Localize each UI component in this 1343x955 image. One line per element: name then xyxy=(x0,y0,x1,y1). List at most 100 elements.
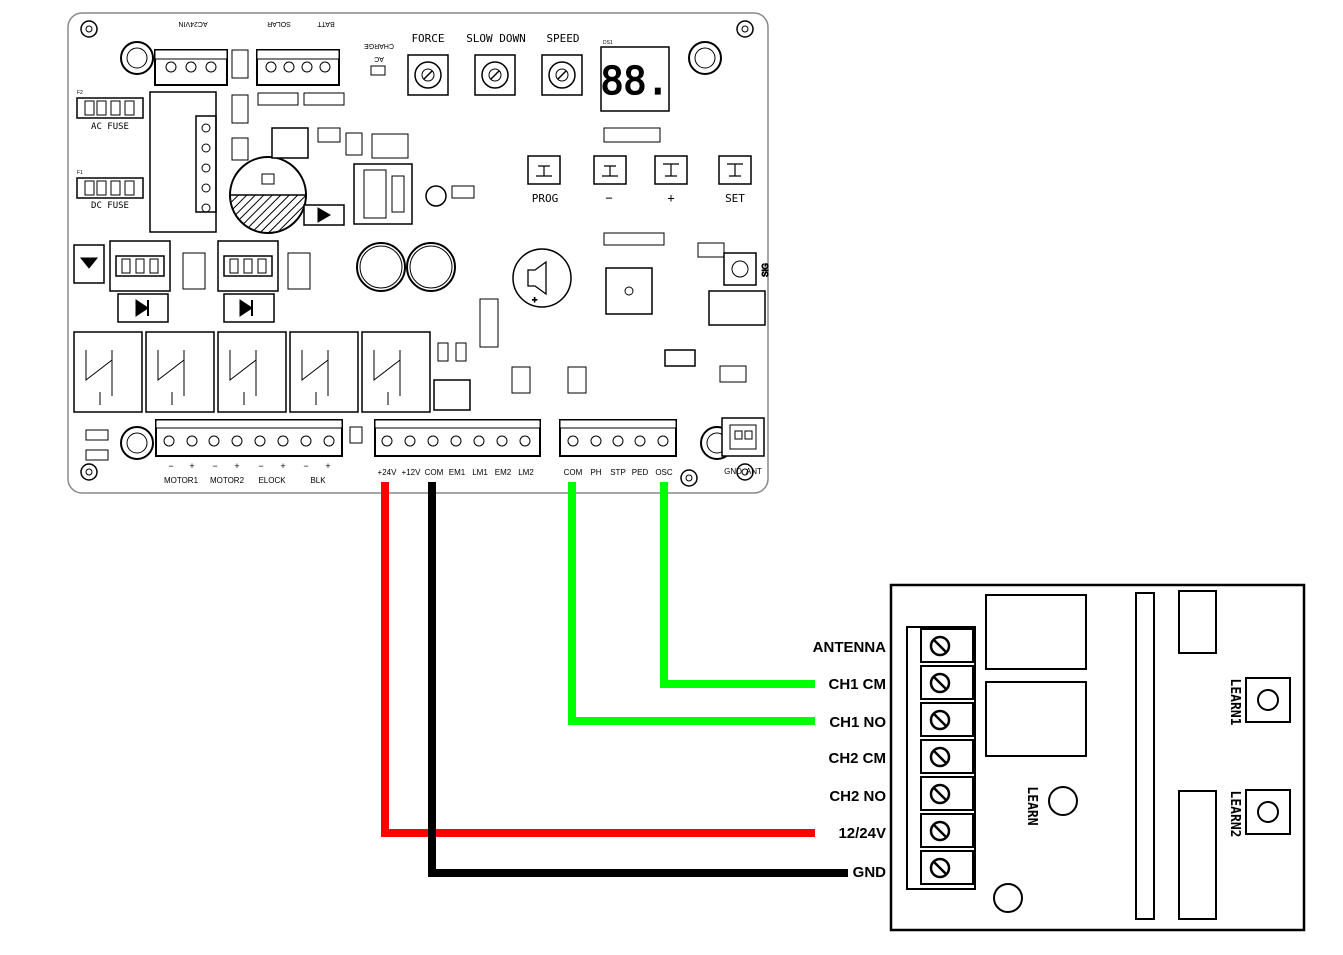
display-digits: 88. xyxy=(601,59,670,103)
fuse-f1-label: F1 xyxy=(77,170,83,176)
solar-label: SOLAR xyxy=(267,20,291,27)
pol-minus-1: − xyxy=(168,461,173,471)
terminal-block-power: +24V +12V COM EM1 LM1 EM2 LM2 xyxy=(374,419,541,477)
svg-text:+: + xyxy=(532,295,537,305)
learn1-label: LEARN1 xyxy=(1227,679,1242,726)
controller-board: AC24VIN SOLAR BATT CHARGE AC F2 AC FUSE … xyxy=(67,12,771,494)
terminal-ped: PED xyxy=(632,468,649,477)
mounting-holes xyxy=(80,20,754,487)
slow-down-label: SLOW DOWN xyxy=(466,32,526,45)
terminal-plus24v: +24V xyxy=(378,468,398,477)
receiver-module: ANTENNA CH1 CM CH1 NO CH2 CM CH2 NO 12/2… xyxy=(813,583,1306,932)
receiver-learn1[interactable]: LEARN1 xyxy=(1227,677,1291,726)
pol-minus-3: − xyxy=(258,461,263,471)
wire-black-com-to-gnd xyxy=(428,482,848,877)
heatsink-q10 xyxy=(109,240,206,323)
fuse-dc: F1 DC FUSE xyxy=(76,170,144,211)
learn2-label: LEARN2 xyxy=(1227,791,1242,838)
terminal-block-antenna: GND ANT xyxy=(721,417,765,476)
pol-plus-1: + xyxy=(189,461,194,471)
ac24vin-label: AC24VIN xyxy=(178,20,207,27)
relays xyxy=(73,331,431,413)
terminal-ph: PH xyxy=(590,468,601,477)
button-prog[interactable]: PROG xyxy=(527,155,561,205)
wires xyxy=(381,482,848,877)
seven-segment-display: DS1 88. xyxy=(600,40,670,143)
receiver-terminal-labels: ANTENNA CH1 CM CH1 NO CH2 CM CH2 NO 12/2… xyxy=(813,639,887,881)
wire-green-osc-to-ch1-cm xyxy=(660,482,815,688)
motor2-label: MOTOR2 xyxy=(210,476,245,485)
rx-label-ch2-cm: CH2 CM xyxy=(828,750,886,767)
terminal-lm2: LM2 xyxy=(518,468,534,477)
component-cluster-left xyxy=(231,49,475,226)
rx-label-ch1-no: CH1 NO xyxy=(829,714,886,731)
charge-label: CHARGE xyxy=(364,42,394,49)
force-label: FORCE xyxy=(411,32,444,45)
receiver-relays xyxy=(985,594,1087,757)
ac-fuse-label: AC FUSE xyxy=(91,122,129,132)
receiver-learn2[interactable]: LEARN2 xyxy=(1227,789,1291,838)
button-plus[interactable]: + xyxy=(654,155,688,205)
terminal-osc: OSC xyxy=(655,468,673,477)
terminal-plus12v: +12V xyxy=(402,468,422,477)
small-diodes xyxy=(85,426,363,461)
sig-label: SIG xyxy=(761,263,770,277)
plus-label: + xyxy=(667,191,674,205)
pol-plus-4: + xyxy=(325,461,330,471)
buzzer: + xyxy=(512,248,572,308)
terminal-block-outputs: − + − + − + − + MOTOR1 MOTOR2 ELOCK BLK xyxy=(155,419,343,485)
top-terminal-block-solar-batt xyxy=(256,49,340,86)
pol-plus-2: + xyxy=(234,461,239,471)
terminal-stp: STP xyxy=(610,468,626,477)
button-minus[interactable]: − xyxy=(593,155,627,205)
learn-label: LEARN xyxy=(1024,786,1039,825)
antenna-terminal-label: GND ANT xyxy=(724,467,762,476)
diode-d5 xyxy=(73,244,105,284)
elock-label: ELOCK xyxy=(258,476,286,485)
top-terminal-labels: AC24VIN SOLAR BATT CHARGE AC xyxy=(178,20,394,76)
set-label: SET xyxy=(725,192,745,205)
receiver-learn[interactable]: LEARN xyxy=(1024,786,1078,826)
receiver-led xyxy=(993,883,1023,913)
motor1-label: MOTOR1 xyxy=(164,476,199,485)
pol-minus-2: − xyxy=(212,461,217,471)
terminal-lm1: LM1 xyxy=(472,468,488,477)
button-set[interactable]: SET xyxy=(718,155,752,205)
blk-label: BLK xyxy=(310,476,326,485)
top-terminal-block-ac24vin xyxy=(154,49,228,86)
fuse-f2-label: F2 xyxy=(77,90,83,96)
terminal-com-power: COM xyxy=(425,468,444,477)
electrolytic-caps xyxy=(356,242,456,292)
terminal-em1: EM1 xyxy=(449,468,466,477)
terminal-block-inputs: COM PH STP PED OSC xyxy=(559,419,677,477)
rx-label-ch1-cm: CH1 CM xyxy=(828,676,886,693)
pol-plus-3: + xyxy=(280,461,285,471)
prog-label: PROG xyxy=(532,192,559,205)
rx-label-ch2-no: CH2 NO xyxy=(829,788,886,805)
ac-label: AC xyxy=(374,55,384,62)
batt-label: BATT xyxy=(317,20,335,27)
heatsink-q12 xyxy=(217,240,311,323)
large-capacitor xyxy=(229,156,307,234)
receiver-strip xyxy=(1135,590,1217,920)
terminal-em2: EM2 xyxy=(495,468,512,477)
microcontroller: SIG xyxy=(433,232,771,411)
display-ds1-label: DS1 xyxy=(603,40,613,46)
pot-force[interactable]: FORCE xyxy=(407,32,449,96)
receiver-terminal-strip xyxy=(906,626,976,890)
speed-label: SPEED xyxy=(546,32,579,45)
transformer-block xyxy=(149,91,217,233)
wire-green-com-to-ch1-no xyxy=(568,482,815,725)
rx-label-antenna: ANTENNA xyxy=(813,639,886,656)
minus-label: − xyxy=(605,191,612,205)
dc-fuse-label: DC FUSE xyxy=(91,201,129,211)
terminal-com-input: COM xyxy=(564,468,583,477)
pot-speed[interactable]: SPEED xyxy=(541,32,583,96)
fuse-ac: F2 AC FUSE xyxy=(76,90,144,132)
wire-red-24v-to-12-24v xyxy=(381,482,815,837)
pol-minus-4: − xyxy=(303,461,308,471)
rx-label-12-24v: 12/24V xyxy=(838,825,886,842)
pot-slow-down[interactable]: SLOW DOWN xyxy=(466,32,526,96)
rx-label-gnd: GND xyxy=(853,864,887,881)
